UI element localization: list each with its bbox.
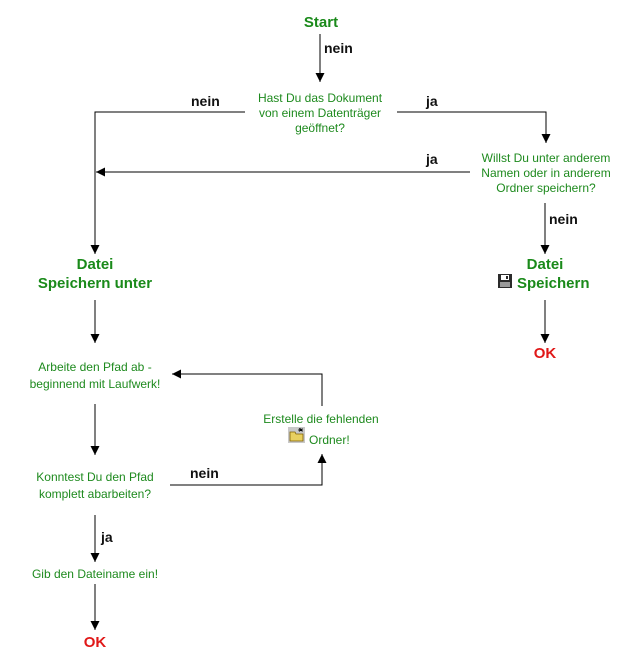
node-question-path-done-line: komplett abarbeiten? <box>39 487 151 501</box>
node-save-as: Datei Speichern unter <box>38 256 152 292</box>
node-create-folders-line: Ordner! <box>309 433 350 447</box>
node-question-path-done-line: Konntest Du den Pfad <box>36 470 153 484</box>
node-question-opened-line: Hast Du das Dokument <box>258 91 383 105</box>
node-question-other-name-line: Namen oder in anderem <box>481 166 610 180</box>
node-question-path-done: Konntest Du den Pfad komplett abarbeiten… <box>36 470 153 501</box>
edge-label-path-nein: nein <box>190 465 219 481</box>
edge-label-q1-nein: nein <box>191 93 220 109</box>
node-ok-right: OK <box>534 345 557 362</box>
node-ok-bottom: OK <box>84 634 107 651</box>
new-folder-icon <box>288 427 305 443</box>
node-question-other-name-line: Willst Du unter anderem <box>482 151 611 165</box>
node-question-opened-line: von einem Datenträger <box>259 106 381 120</box>
node-enter-filename: Gib den Dateiname ein! <box>32 567 158 581</box>
node-start: Start <box>304 14 338 31</box>
node-create-folders: Erstelle die fehlenden Ordner! <box>263 412 378 447</box>
edge-label-path-ja: ja <box>100 529 113 545</box>
node-walk-path-line: Arbeite den Pfad ab - <box>38 360 151 374</box>
node-save: Datei Speichern <box>498 256 590 292</box>
edge-label-q2-ja: ja <box>425 151 438 167</box>
node-question-other-name: Willst Du unter anderem Namen oder in an… <box>481 151 610 195</box>
node-save-as-line: Speichern unter <box>38 275 152 292</box>
edge-q1-no <box>90 111 245 254</box>
edge-label-q1-ja: ja <box>425 93 438 109</box>
node-walk-path: Arbeite den Pfad ab - beginnend mit Lauf… <box>30 360 161 391</box>
node-walk-path-line: beginnend mit Laufwerk! <box>30 377 161 391</box>
node-question-opened-line: geöffnet? <box>295 121 345 135</box>
edge-check-no <box>170 454 327 486</box>
edge-label-start-nein: nein <box>324 40 353 56</box>
node-question-opened: Hast Du das Dokument von einem Datenträg… <box>258 91 383 135</box>
edge-create-back <box>172 369 323 406</box>
edge-label-q2-nein: nein <box>549 211 578 227</box>
node-save-line: Datei <box>527 256 564 273</box>
node-create-folders-line: Erstelle die fehlenden <box>263 412 378 426</box>
edge-q1-yes <box>397 111 551 143</box>
node-save-as-line: Datei <box>77 256 114 273</box>
node-save-line: Speichern <box>517 275 590 292</box>
node-question-other-name-line: Ordner speichern? <box>496 181 596 195</box>
floppy-disk-icon <box>498 274 512 288</box>
